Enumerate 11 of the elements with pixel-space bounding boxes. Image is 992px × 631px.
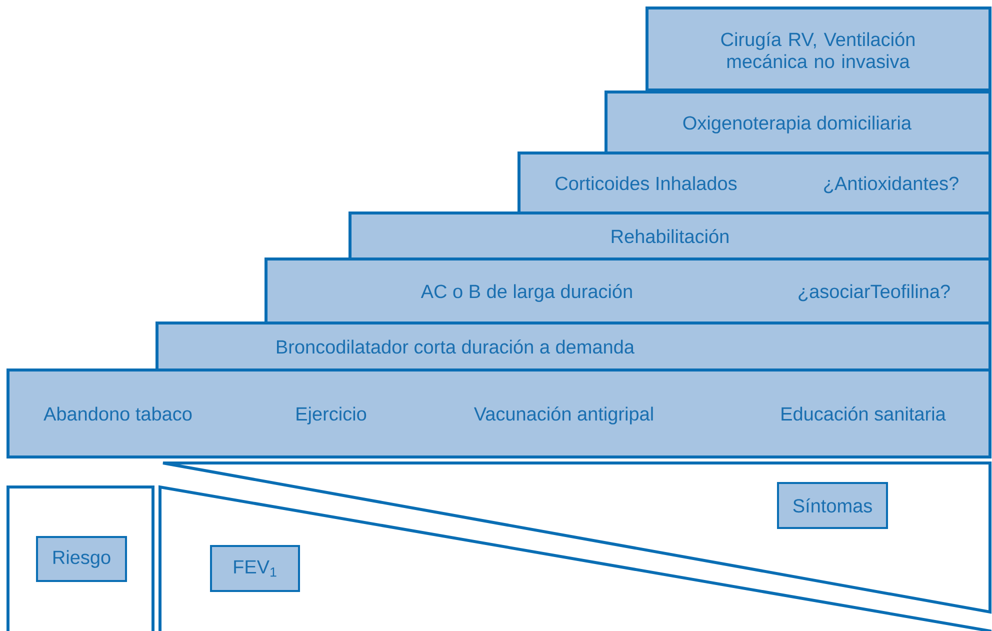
- step-bar: Broncodilatador corta duración a demanda: [156, 321, 992, 372]
- label-box: Síntomas: [777, 482, 888, 529]
- wedge-shape: [158, 485, 992, 631]
- panel-frame: [6, 485, 154, 631]
- step-bar: Rehabilitación: [348, 211, 992, 260]
- step-bar: Oxigenoterapia domiciliaria: [604, 90, 992, 154]
- step-bar: Corticoides Inhalados ¿Antioxidantes?: [518, 151, 992, 214]
- label-box: Riesgo: [36, 536, 127, 582]
- step-bar: AC o B de larga duración ¿asociarTeofilina?: [264, 257, 992, 324]
- label-box: FEV$_{1}$: [210, 544, 300, 592]
- step-bar: Cirugía RV, Ventilación mecánica no invasiva: [646, 6, 992, 92]
